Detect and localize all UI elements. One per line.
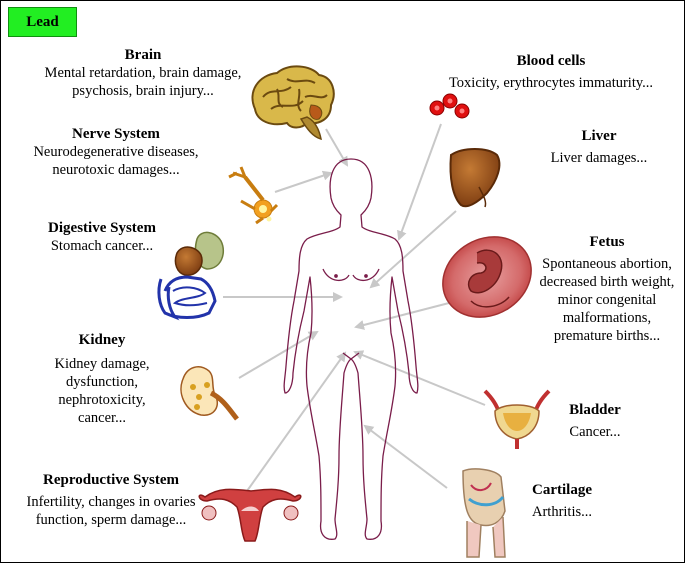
fetus-desc-3: minor congenital xyxy=(557,292,657,308)
brain-icon xyxy=(251,65,335,141)
kidney-desc-1: Kidney damage, xyxy=(54,356,150,372)
arrow-nerve xyxy=(274,170,333,193)
arrow-repro xyxy=(246,351,347,492)
blood-cells-icon xyxy=(429,93,470,119)
nerve-title: Nerve System xyxy=(72,126,160,142)
digestive-label: Digestive System Stomach cancer... xyxy=(29,219,175,255)
fetus-desc-1: Spontaneous abortion, xyxy=(542,256,672,272)
blood-title: Blood cells xyxy=(516,53,586,69)
fetus-label: Fetus Spontaneous abortion, decreased bi… xyxy=(531,233,683,345)
knee-cartilage-icon xyxy=(462,468,506,558)
fetus-title: Fetus xyxy=(589,234,625,250)
repro-desc-2: function, sperm damage... xyxy=(35,512,187,528)
bladder-label: Bladder Cancer... xyxy=(553,401,637,441)
nerve-cell-icon xyxy=(228,166,279,225)
blood-desc-1: Toxicity, erythrocytes immaturity... xyxy=(448,75,654,91)
repro-title: Reproductive System xyxy=(43,472,179,488)
bladder-title: Bladder xyxy=(569,402,621,418)
human-body-outline xyxy=(283,158,419,540)
arrows xyxy=(223,123,486,492)
arrow-bladder xyxy=(353,350,486,406)
fetus-desc-2: decreased birth weight, xyxy=(539,274,675,290)
arrow-kidney xyxy=(238,330,319,379)
arrow-cartilage xyxy=(363,424,448,489)
kidney-title: Kidney xyxy=(78,332,126,348)
fetus-icon xyxy=(442,236,532,318)
nerve-label: Nerve System Neurodegenerative diseases,… xyxy=(21,125,211,179)
digestive-system-icon xyxy=(157,231,225,321)
blood-label: Blood cells Toxicity, erythrocytes immat… xyxy=(431,52,671,92)
brain-title: Brain xyxy=(124,47,162,63)
cartilage-desc-1: Arthritis... xyxy=(531,504,592,520)
fetus-desc-4: malformations, xyxy=(562,310,652,326)
kidney-desc-2: dysfunction, xyxy=(65,374,139,390)
repro-label: Reproductive System Infertility, changes… xyxy=(1,471,221,529)
digestive-title: Digestive System xyxy=(48,220,156,236)
kidney-label: Kidney Kidney damage, dysfunction, nephr… xyxy=(47,331,157,427)
kidney-desc-3: nephrotoxicity, xyxy=(58,392,146,408)
brain-desc-1: Mental retardation, brain damage, xyxy=(44,65,242,81)
cartilage-label: Cartilage Arthritis... xyxy=(517,481,607,521)
nerve-desc-2: neurotoxic damages... xyxy=(52,162,180,178)
kidney-desc-4: cancer... xyxy=(78,410,126,426)
bladder-icon xyxy=(483,389,551,449)
liver-icon xyxy=(449,148,501,208)
fetus-desc-5: premature births... xyxy=(553,328,661,344)
liver-label: Liver Liver damages... xyxy=(539,127,659,167)
kidney-icon xyxy=(180,366,239,421)
arrow-liver xyxy=(369,210,457,289)
liver-title: Liver xyxy=(581,128,617,144)
arrow-brain xyxy=(325,128,349,167)
liver-desc-1: Liver damages... xyxy=(550,150,648,166)
lead-badge: Lead xyxy=(8,7,77,37)
arrow-blood xyxy=(397,123,442,241)
uterus-icon xyxy=(198,488,302,542)
cartilage-title: Cartilage xyxy=(532,482,592,498)
repro-desc-1: Infertility, changes in ovaries xyxy=(26,494,196,510)
brain-desc-2: psychosis, brain injury... xyxy=(72,83,214,99)
brain-label: Brain Mental retardation, brain damage, … xyxy=(37,46,249,100)
arrow-fetus xyxy=(354,302,450,330)
digestive-desc-1: Stomach cancer... xyxy=(50,238,154,254)
nerve-desc-1: Neurodegenerative diseases, xyxy=(33,144,199,160)
bladder-desc-1: Cancer... xyxy=(569,424,621,440)
